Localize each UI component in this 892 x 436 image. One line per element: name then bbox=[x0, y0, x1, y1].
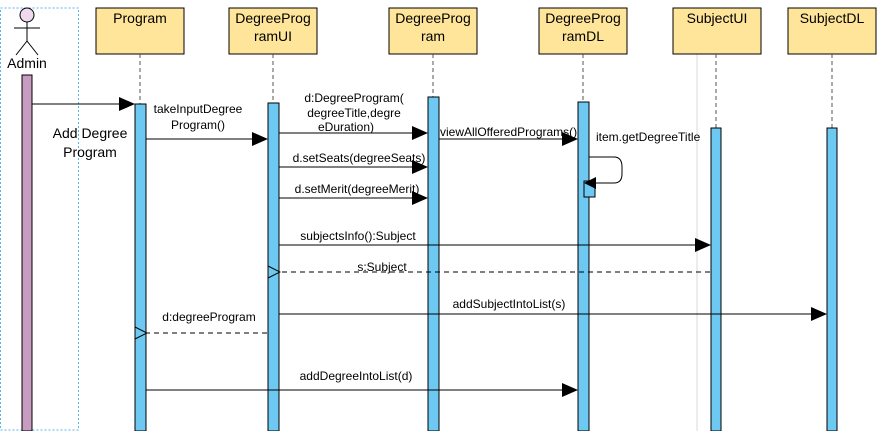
lifeline-label-degreeprogram-2: ram bbox=[421, 28, 445, 44]
message-label: d:degreeProgram bbox=[162, 310, 255, 324]
activation-subjectdl bbox=[826, 127, 838, 432]
actor-admin: Admin bbox=[7, 7, 47, 71]
lifeline-subjectui: SubjectUI bbox=[672, 7, 762, 432]
message-label: s:Subject bbox=[357, 260, 407, 274]
message-return-degree: d:degreeProgram bbox=[147, 310, 267, 333]
lifeline-label-degreeprogramui-2: ramUI bbox=[254, 28, 292, 44]
lifeline-label-degreeprogram-1: DegreeProg bbox=[395, 10, 471, 26]
lifeline-degreeprogramui: DegreeProg ramUI bbox=[228, 7, 318, 432]
self-call-arrow bbox=[589, 156, 623, 184]
lifeline-program: Program bbox=[95, 7, 185, 432]
lifeline-header-degreeprogramdl bbox=[538, 7, 628, 55]
message-label: Program() bbox=[171, 118, 225, 132]
message-return-subject: s:Subject bbox=[280, 260, 710, 274]
admin-activation bbox=[21, 74, 33, 432]
message-create-degree: d:DegreeProgram( degreeTitle,degre eDura… bbox=[279, 91, 428, 140]
lifeline-header-degreeprogram bbox=[388, 7, 478, 55]
message-label: item.getDegreeTitle bbox=[596, 130, 701, 144]
message-add-degree: addDegreeIntoList(d) bbox=[146, 369, 578, 397]
message-label: d:DegreeProgram( bbox=[304, 91, 403, 105]
actor-right-leg bbox=[26, 40, 39, 56]
message-label: eDuration) bbox=[318, 120, 374, 134]
lifeline-header-degreeprogramui bbox=[228, 7, 318, 55]
message-label: d.setMerit(degreeMerit) bbox=[295, 182, 420, 196]
actor-head bbox=[19, 7, 35, 23]
message-label: d.setSeats(degreeSeats) bbox=[293, 151, 426, 165]
self-call-arrowhead bbox=[584, 177, 596, 189]
message-add-subject: addSubjectIntoList(s) bbox=[279, 297, 827, 321]
note-line-2: Program bbox=[63, 144, 117, 160]
message-subjects-info: subjectsInfo():Subject bbox=[279, 229, 711, 252]
lifeline-degreeprogramdl: DegreeProg ramDL bbox=[538, 7, 628, 432]
note-line-1: Add Degree bbox=[53, 125, 128, 141]
lifeline-subjectdl: SubjectDL bbox=[787, 7, 877, 432]
message-label: degreeTitle,degre bbox=[307, 106, 401, 120]
message-label: viewAllOfferedPrograms() bbox=[440, 125, 577, 139]
message-label: addSubjectIntoList(s) bbox=[453, 297, 566, 311]
lifeline-label-degreeprogramui-1: DegreeProg bbox=[235, 10, 311, 26]
lifeline-header-subjectui bbox=[672, 7, 762, 55]
lifeline-label-subjectui: SubjectUI bbox=[687, 10, 748, 26]
activation-degreeprogramui bbox=[267, 102, 280, 432]
actor-left-leg bbox=[15, 40, 28, 56]
message-set-merit: d.setMerit(degreeMerit) bbox=[279, 182, 428, 205]
lifeline-label-subjectdl: SubjectDL bbox=[800, 10, 865, 26]
lifeline-header-program bbox=[95, 7, 185, 55]
message-get-title: item.getDegreeTitle bbox=[584, 130, 701, 189]
actor-label: Admin bbox=[7, 55, 47, 71]
message-set-seats: d.setSeats(degreeSeats) bbox=[279, 151, 428, 174]
lifeline-label-degreeprogramdl-2: ramDL bbox=[562, 28, 604, 44]
message-label: takeInputDegree bbox=[154, 102, 243, 116]
message-label: addDegreeIntoList(d) bbox=[300, 369, 413, 383]
lifeline-label-degreeprogramdl-1: DegreeProg bbox=[545, 10, 621, 26]
lifeline-label-program: Program bbox=[113, 10, 167, 26]
activation-subjectui bbox=[710, 127, 722, 432]
message-label: subjectsInfo():Subject bbox=[300, 229, 416, 243]
message-take-input: takeInputDegree Program() bbox=[146, 102, 268, 146]
activation-program bbox=[134, 103, 147, 432]
lifeline-header-subjectdl bbox=[787, 7, 877, 55]
message-view-all: viewAllOfferedPrograms() bbox=[439, 125, 578, 146]
diagram-note: Add Degree Program bbox=[53, 125, 128, 160]
admin-boundary bbox=[0, 7, 79, 431]
lifeline-degreeprogram: DegreeProg ram bbox=[388, 7, 478, 432]
activation-degreeprogram bbox=[427, 96, 440, 432]
activation-degreeprogramdl bbox=[577, 101, 590, 432]
